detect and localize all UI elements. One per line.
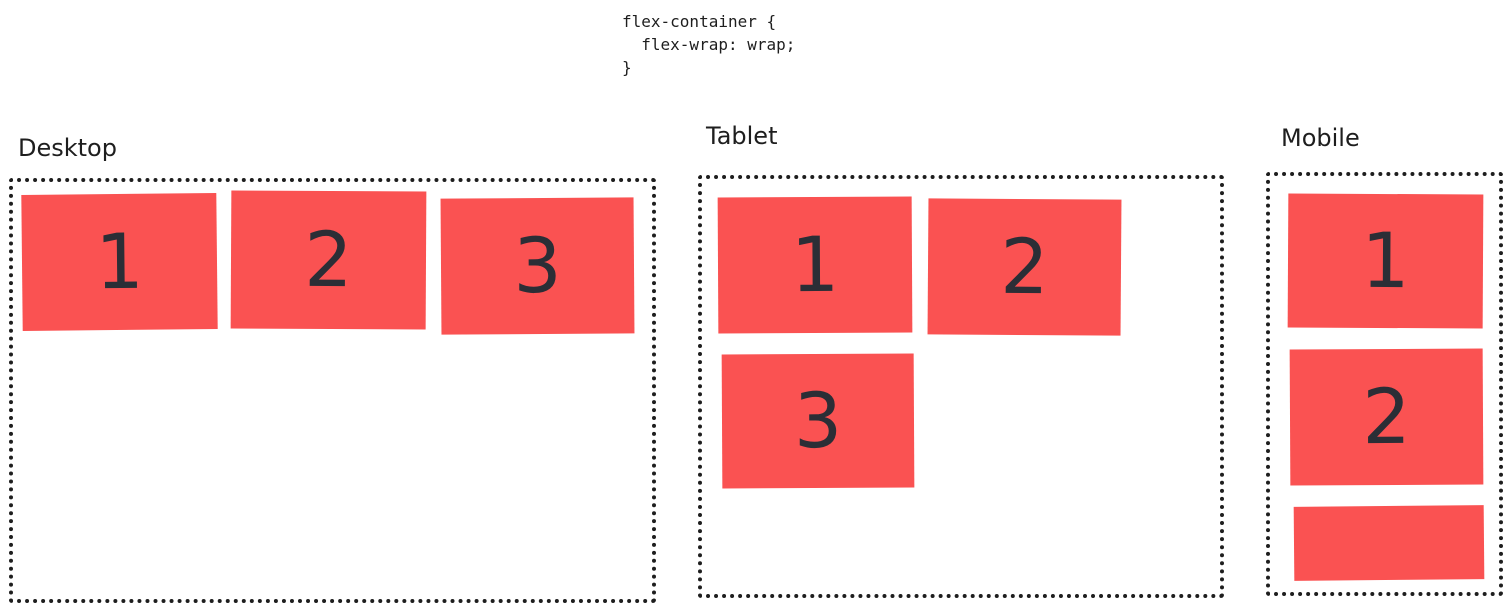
mobile-item-3 [1293,505,1485,581]
mobile-frame [1266,172,1503,596]
mobile-item-1: 1 [1287,193,1484,329]
desktop-frame [9,178,656,603]
tablet-item-3: 3 [721,353,915,489]
desktop-item-3: 3 [440,197,635,335]
tablet-label: Tablet [706,122,778,150]
mobile-label: Mobile [1281,124,1360,152]
desktop-item-2: 2 [230,190,427,330]
css-code-snippet: flex-container { flex-wrap: wrap; } [622,12,796,77]
tablet-frame [698,175,1224,598]
desktop-label: Desktop [18,134,117,162]
tablet-item-1: 1 [717,196,913,334]
desktop-item-1: 1 [21,192,218,332]
tablet-item-2: 2 [927,198,1122,336]
mobile-item-2: 2 [1289,348,1484,486]
